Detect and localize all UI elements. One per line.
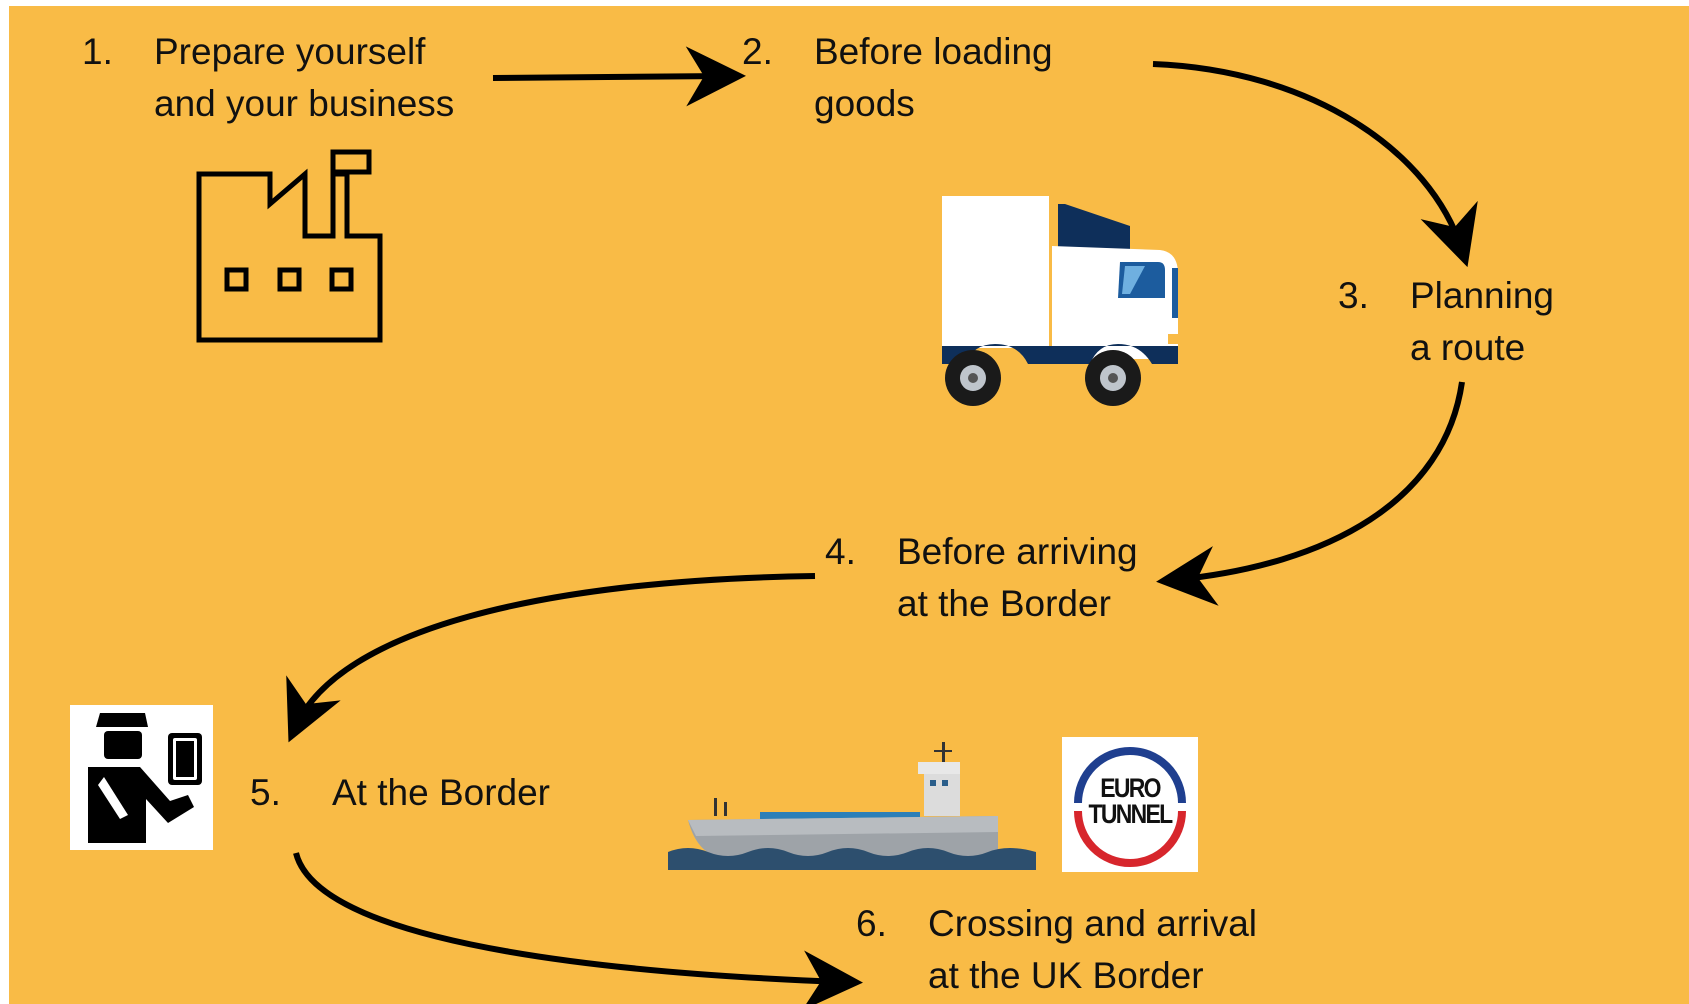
eurotunnel-logo-line1: EURO [1072,775,1188,801]
step-label-line2: and your business [154,78,454,130]
arrow-3-to-4 [1174,382,1462,580]
truck-icon [940,194,1185,412]
step-label-line2: a route [1410,322,1554,374]
step-number: 1. [82,26,154,78]
step-label-line1: Prepare yourself [154,26,454,78]
step-label-line2: goods [814,78,1053,130]
step-label-line1: Before loading [814,26,1053,78]
arrow-2-to-3 [1153,64,1462,250]
border-officer-icon [70,705,213,850]
step-label-line2: at the UK Border [928,950,1257,1002]
ship-icon [668,740,1036,870]
step-2: 2. Before loading goods [742,26,1053,130]
eurotunnel-logo: EURO TUNNEL [1062,737,1198,872]
factory-icon [195,148,385,344]
step-number: 6. [856,898,928,950]
step-number: 4. [825,526,897,578]
arrow-5-to-6 [296,853,845,982]
eurotunnel-logo-line2: TUNNEL [1072,801,1188,827]
step-number: 5. [250,767,332,819]
arrow-1-to-2 [493,76,728,78]
step-label-line1: Crossing and arrival [928,898,1257,950]
step-label-line2: at the Border [897,578,1138,630]
step-6: 6. Crossing and arrival at the UK Border [856,898,1257,1002]
arrow-4-to-5 [296,576,815,726]
step-number: 3. [1338,270,1410,322]
step-label-line1: At the Border [332,767,550,819]
step-5: 5. At the Border [250,767,550,819]
step-number: 2. [742,26,814,78]
step-label-line1: Planning [1410,270,1554,322]
step-3: 3. Planning a route [1338,270,1554,374]
step-1: 1. Prepare yourself and your business [82,26,454,130]
step-4: 4. Before arriving at the Border [825,526,1138,630]
step-label-line1: Before arriving [897,526,1138,578]
